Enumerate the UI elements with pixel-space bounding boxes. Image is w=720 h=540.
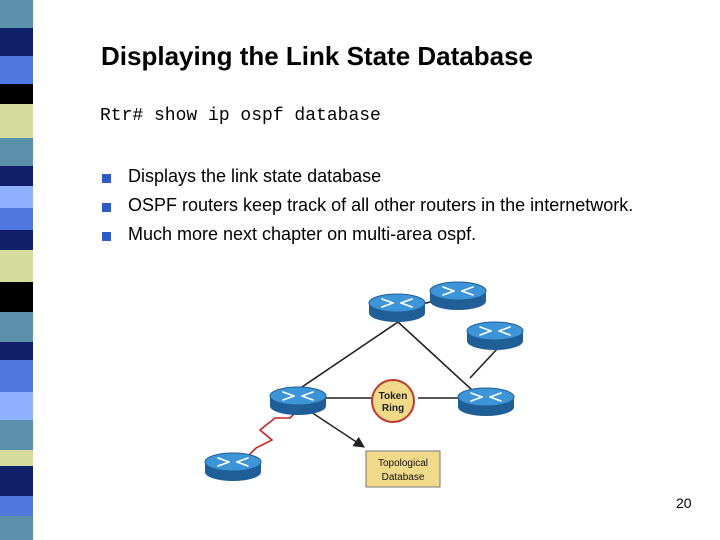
bullet-text: Displays the link state database — [128, 166, 382, 186]
stripe-block — [0, 186, 33, 208]
router-icon — [466, 321, 524, 351]
stripe-block — [0, 312, 33, 342]
stripe-block — [0, 360, 33, 392]
bullet-text: OSPF routers keep track of all other rou… — [128, 195, 634, 215]
router-icon — [269, 386, 327, 416]
stripe-block — [0, 420, 33, 450]
square-bullet-icon — [102, 232, 111, 241]
stripe-block — [0, 0, 33, 28]
stripe-block — [0, 466, 33, 496]
stripe-block — [0, 230, 33, 250]
database-label: Topological — [378, 458, 428, 469]
stripe-block — [0, 138, 33, 166]
router-icon — [368, 293, 426, 323]
router-icon — [429, 281, 487, 311]
stripe-block — [0, 84, 33, 104]
topological-database-box — [365, 450, 441, 488]
command-text: Rtr# show ip ospf database — [100, 106, 381, 126]
router-icon — [457, 387, 515, 417]
stripe-block — [0, 166, 33, 186]
stripe-block — [0, 282, 33, 312]
bullet-text: Much more next chapter on multi-area osp… — [128, 224, 477, 244]
stripe-block — [0, 56, 33, 84]
link-line — [298, 321, 399, 390]
router-icon — [204, 452, 262, 482]
link-line — [469, 347, 499, 379]
stripe-block — [0, 450, 33, 466]
stripe-block — [0, 516, 33, 540]
database-label: Database — [382, 472, 425, 483]
token-ring-icon — [371, 379, 415, 423]
stripe-block — [0, 28, 33, 56]
page-number: 20 — [676, 495, 692, 511]
decorative-stripe — [0, 0, 66, 540]
square-bullet-icon — [102, 203, 111, 212]
slide-title: Displaying the Link State Database — [101, 41, 534, 71]
stripe-block — [0, 392, 33, 420]
token-ring-label: Ring — [382, 403, 404, 414]
stripe-block — [0, 104, 33, 138]
stripe-block — [0, 342, 33, 360]
serial-link — [243, 411, 297, 461]
stripe-block — [0, 496, 33, 516]
arrow-to-database — [307, 409, 365, 448]
token-ring-label: Token — [379, 391, 408, 402]
link-line — [397, 321, 473, 391]
square-bullet-icon — [102, 174, 111, 183]
stripe-block — [0, 250, 33, 282]
stripe-block — [0, 208, 33, 230]
